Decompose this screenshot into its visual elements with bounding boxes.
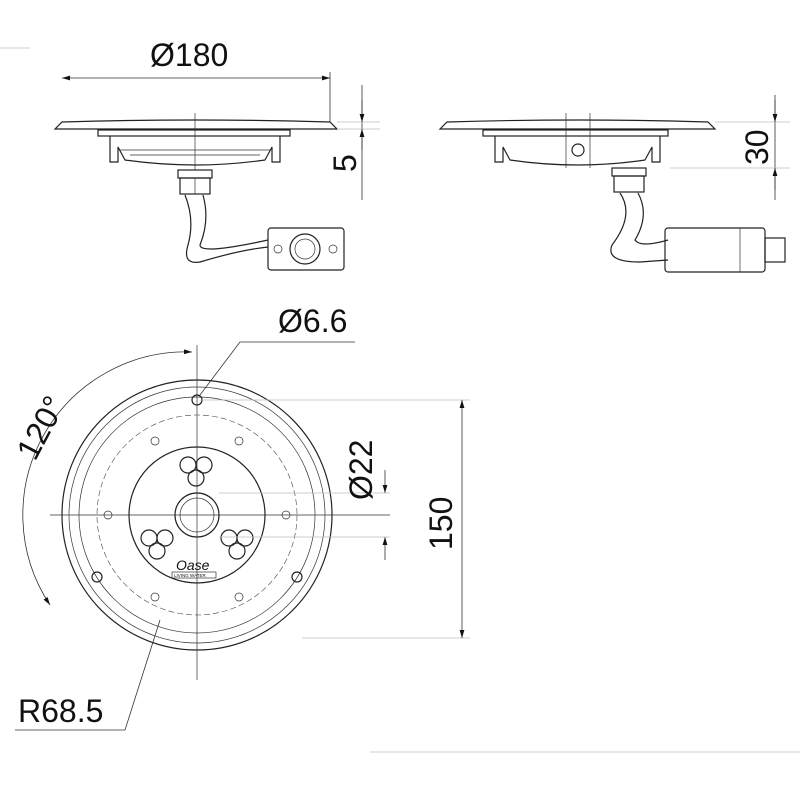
logo-tagline: LIVING WATER	[174, 573, 207, 578]
hole-spacing-label: 150	[423, 497, 459, 550]
angle-label: 120°	[9, 390, 72, 465]
center-diameter-label: Ø22	[343, 440, 379, 500]
hole-diameter-label: Ø6.6	[278, 303, 347, 339]
dimension-hole-spacing: 150	[202, 399, 470, 639]
radius-label: R68.5	[18, 693, 103, 729]
dimension-radius: R68.5	[15, 619, 161, 731]
total-height-label: 30	[739, 129, 775, 165]
dimension-angle: 120°	[9, 349, 193, 606]
oase-logo: Oase	[176, 557, 210, 573]
dimension-total-height: 30	[670, 95, 790, 200]
side-view-front	[53, 113, 345, 271]
dimension-flange-height: 5	[327, 85, 380, 200]
plan-view: Oase LIVING WATER	[50, 345, 390, 680]
dimension-diameter-outer: Ø180	[62, 37, 331, 122]
flange-height-label: 5	[327, 154, 363, 172]
diameter-outer-label: Ø180	[150, 37, 228, 73]
dimension-hole-diameter: Ø6.6	[199, 303, 355, 396]
dimension-center-diameter: Ø22	[219, 440, 390, 560]
side-view-side	[438, 113, 786, 273]
